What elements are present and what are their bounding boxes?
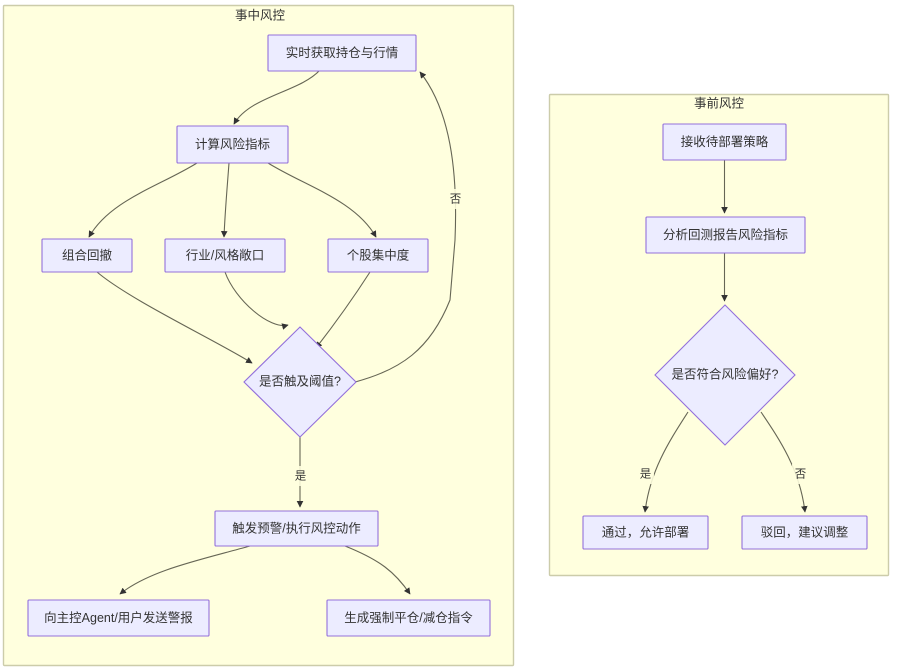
edge-d2-d3 xyxy=(88,162,198,238)
svg-text:驳回，建议调整: 驳回，建议调整 xyxy=(761,524,849,539)
edge-label-before-no: 否 xyxy=(792,464,809,484)
edge-label-during-yes: 是 xyxy=(292,466,309,486)
node-stock-concentration[interactable]: 个股集中度 xyxy=(327,238,429,273)
edge-d5-d6 xyxy=(315,271,371,349)
svg-text:生成强制平仓/减仓指令: 生成强制平仓/减仓指令 xyxy=(344,610,473,625)
svg-text:否: 否 xyxy=(450,194,462,206)
node-compute-risk-metrics[interactable]: 计算风险指标 xyxy=(176,125,289,164)
node-realtime-positions-quotes[interactable]: 实时获取持仓与行情 xyxy=(267,34,417,72)
edge-d1-d2 xyxy=(233,69,321,125)
edge-d7-d8 xyxy=(119,545,251,595)
svg-text:接收待部署策略: 接收待部署策略 xyxy=(681,134,769,149)
svg-text:分析回测报告风险指标: 分析回测报告风险指标 xyxy=(663,227,788,242)
edge-label-before-yes: 是 xyxy=(637,464,654,484)
svg-text:向主控Agent/用户发送警报: 向主控Agent/用户发送警报 xyxy=(44,610,193,625)
edge-label-during-no: 否 xyxy=(447,189,464,209)
svg-text:是: 是 xyxy=(295,470,307,483)
node-send-alert-to-agent-user[interactable]: 向主控Agent/用户发送警报 xyxy=(27,599,210,637)
svg-text:否: 否 xyxy=(795,469,807,481)
node-receive-strategy[interactable]: 接收待部署策略 xyxy=(662,123,787,161)
svg-text:触发预警/执行风控动作: 触发预警/执行风控动作 xyxy=(232,520,361,535)
node-approve-deploy[interactable]: 通过，允许部署 xyxy=(582,515,709,550)
node-risk-preference-decision[interactable]: 是否符合风险偏好? xyxy=(654,304,796,446)
node-reject-suggest-adjust[interactable]: 驳回，建议调整 xyxy=(741,515,868,550)
edge-b3-b4-yes xyxy=(642,411,689,513)
svg-text:是否触及阈值?: 是否触及阈值? xyxy=(259,373,341,388)
subgraph-during-risk-control: 事中风控 否 是 实时获取 xyxy=(2,4,515,667)
node-threshold-decision[interactable]: 是否触及阈值? xyxy=(243,326,357,438)
svg-text:实时获取持仓与行情: 实时获取持仓与行情 xyxy=(286,45,399,60)
svg-text:行业/风格敞口: 行业/风格敞口 xyxy=(186,247,264,262)
edge-b3-b5-no xyxy=(760,411,808,513)
edge-d7-d9 xyxy=(344,545,411,595)
edge-d2-d4 xyxy=(220,162,230,238)
svg-text:计算风险指标: 计算风险指标 xyxy=(195,136,270,151)
subgraph-title-before: 事前风控 xyxy=(694,95,745,110)
subgraph-frame-during xyxy=(2,4,515,667)
svg-text:个股集中度: 个股集中度 xyxy=(347,247,410,262)
edge-d4-d6 xyxy=(224,271,289,330)
svg-text:通过，允许部署: 通过，允许部署 xyxy=(602,524,690,539)
node-portfolio-drawdown[interactable]: 组合回撤 xyxy=(41,238,133,273)
edge-d3-d6 xyxy=(96,271,253,364)
edge-d2-d5 xyxy=(267,162,377,238)
subgraph-title-during: 事中风控 xyxy=(235,7,286,22)
node-sector-style-exposure[interactable]: 行业/风格敞口 xyxy=(164,238,286,273)
svg-text:是: 是 xyxy=(640,468,652,481)
svg-text:是否符合风险偏好?: 是否符合风险偏好? xyxy=(672,366,779,381)
edge-d6-d1-no xyxy=(354,71,457,383)
svg-text:组合回撤: 组合回撤 xyxy=(62,247,113,262)
node-trigger-alert-action[interactable]: 触发预警/执行风控动作 xyxy=(214,510,379,547)
subgraph-pre-risk-control: 事前风控 是 否 接收待部署策略 分析回测报告风险指标 xyxy=(548,93,890,577)
node-analyze-backtest-risk[interactable]: 分析回测报告风险指标 xyxy=(645,216,806,254)
node-generate-liquidation-order[interactable]: 生成强制平仓/减仓指令 xyxy=(326,599,491,637)
